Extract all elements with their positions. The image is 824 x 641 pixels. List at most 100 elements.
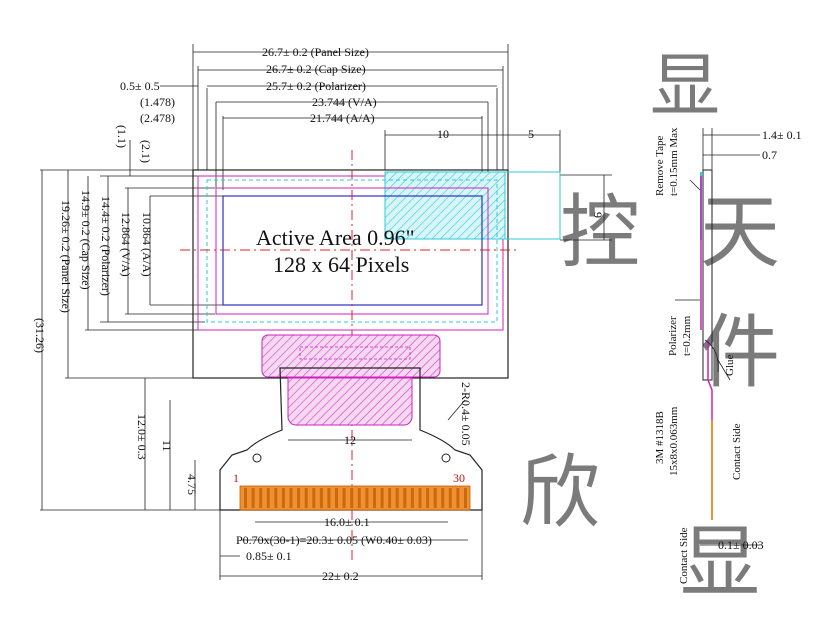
dim-aa-width: 21.744 (A/A) <box>310 111 375 125</box>
fpc-contact-area <box>239 485 471 511</box>
fpc-pin <box>441 488 445 508</box>
fpc-pin <box>418 488 422 508</box>
fpc-pin <box>395 488 399 508</box>
dim-fpc-12: 12.0± 0.3 <box>135 414 149 460</box>
dim-side-glass: 0.7 <box>762 148 777 162</box>
fpc-pin <box>403 488 407 508</box>
fpc-hole-left <box>252 453 262 463</box>
cap-outline <box>197 175 504 331</box>
watermark-glyph: 显 <box>650 49 720 126</box>
remove-tape-area <box>384 171 506 240</box>
label-polarizer-t: t=0.2mm <box>681 315 693 356</box>
fpc-pin <box>297 488 301 508</box>
dim-panel-height: 19.26± 0.2 (Panel Size) <box>59 200 73 313</box>
dim-ref2: (2.478) <box>140 111 175 125</box>
dim-polarizer: 25.7± 0.2 (Polarizer) <box>266 79 366 93</box>
dim-ref-11: (1.1) <box>115 125 129 148</box>
pin-first-label: 1 <box>233 471 239 485</box>
label-glue: Glue <box>724 355 736 377</box>
fpc-pin <box>448 488 452 508</box>
dim-va-height: 12.864 (V/A) <box>119 212 133 277</box>
active-area-label: Active Area 0.96" <box>256 225 415 250</box>
fpc-pins <box>244 488 467 508</box>
fpc-pin <box>350 488 354 508</box>
label-tape: 3M #1318B <box>654 411 666 464</box>
ic-area <box>261 334 441 378</box>
watermark-glyph: 控 <box>560 190 640 278</box>
fpc-pin <box>373 488 376 508</box>
label-contact-side-left: Contact Side <box>678 527 690 584</box>
fpc-cable: 1 30 <box>219 367 483 511</box>
dim-edge: 0.85± 0.1 <box>246 549 292 563</box>
side-view <box>700 169 719 520</box>
dim-side-total: 1.4± 0.1 <box>762 128 802 142</box>
dim-fpc-radius: 2-R0.4± 0.05 <box>459 382 473 446</box>
fpc-pin <box>312 488 316 508</box>
side-fpc <box>707 340 713 420</box>
fpc-stiffener <box>287 377 413 426</box>
dim-fpc-width-12: 12 <box>344 433 356 447</box>
dim-fpc-11: 11 <box>160 440 174 452</box>
dim-ref-21: (2.1) <box>139 140 153 163</box>
fpc-pin <box>342 488 346 508</box>
fpc-pin <box>388 488 392 508</box>
watermark-glyph: 显 <box>680 520 760 608</box>
label-remove-tape-t: t=0.15mm Max <box>668 127 680 196</box>
pixels-label: 128 x 64 Pixels <box>273 252 409 277</box>
label-remove-tape: Remove Tape <box>654 135 666 196</box>
dim-w5: 5 <box>528 127 534 141</box>
polarizer-outline <box>206 179 498 323</box>
fpc-pin <box>259 488 263 508</box>
label-polarizer: Polarizer <box>667 316 679 356</box>
fpc-pin <box>319 488 323 508</box>
dim-cap-size: 26.7± 0.2 (Cap Size) <box>266 62 366 76</box>
fpc-pin <box>426 488 430 508</box>
side-view-dims <box>675 128 760 546</box>
label-tape-size: 15x8x0.063mm <box>668 406 680 476</box>
watermark-glyph: 天 <box>700 190 780 278</box>
fpc-pin <box>464 488 467 508</box>
side-glue <box>704 339 719 373</box>
dim-aa-height: 10.864 (A/A) <box>140 212 154 277</box>
dim-va-width: 23.744 (V/A) <box>312 95 377 109</box>
dim-panel-size: 26.7± 0.2 (Panel Size) <box>262 45 369 59</box>
fpc-pin <box>266 488 270 508</box>
fpc-pin <box>365 488 369 508</box>
fpc-hole-right <box>441 453 451 463</box>
dim-h9: 9 <box>591 212 605 218</box>
dim-pitch-16: 16.0± 0.1 <box>324 515 370 529</box>
dim-polarizer-height: 14.4± 0.2 (Polarizer) <box>99 196 113 296</box>
dim-ref1: (1.478) <box>140 95 175 109</box>
watermark: 显 控 天 件 欣 显 <box>520 49 780 608</box>
fpc-pin <box>274 488 278 508</box>
ic-chip <box>299 346 411 360</box>
dim-cap-height: 14.9± 0.2 (Cap Size) <box>79 190 93 290</box>
fpc-pin <box>244 488 247 508</box>
fpc-pin <box>410 488 414 508</box>
fpc-pin <box>433 488 437 508</box>
tape-tab-outline <box>384 171 561 240</box>
label-contact-side-right: Contact Side <box>731 423 743 480</box>
fpc-pin <box>281 488 285 508</box>
dim-contact-thickness: 0.1± 0.03 <box>718 538 764 552</box>
dim-fpc-475: 4.75 <box>185 474 199 495</box>
fpc-pin <box>327 488 331 508</box>
fpc-pin <box>289 488 293 508</box>
fpc-dimensions <box>219 399 483 580</box>
dim-fpc-total: 22± 0.2 <box>322 569 359 583</box>
fpc-pin <box>335 488 338 508</box>
fpc-pin <box>357 488 361 508</box>
dim-offset: 0.5± 0.5 <box>120 79 160 93</box>
fpc-pin <box>304 488 308 508</box>
dim-total-height: (31.26) <box>33 318 47 353</box>
fpc-pin <box>251 488 255 508</box>
fpc-pin <box>456 488 460 508</box>
fpc-pin <box>380 488 384 508</box>
dim-pitch-note: P0.70x(30-1)=20.3± 0.05 (W0.40± 0.03) <box>236 533 432 547</box>
pin-last-label: 30 <box>453 471 465 485</box>
dim-w10: 10 <box>437 127 449 141</box>
watermark-glyph: 件 <box>700 310 780 398</box>
left-dimensions <box>40 140 240 511</box>
